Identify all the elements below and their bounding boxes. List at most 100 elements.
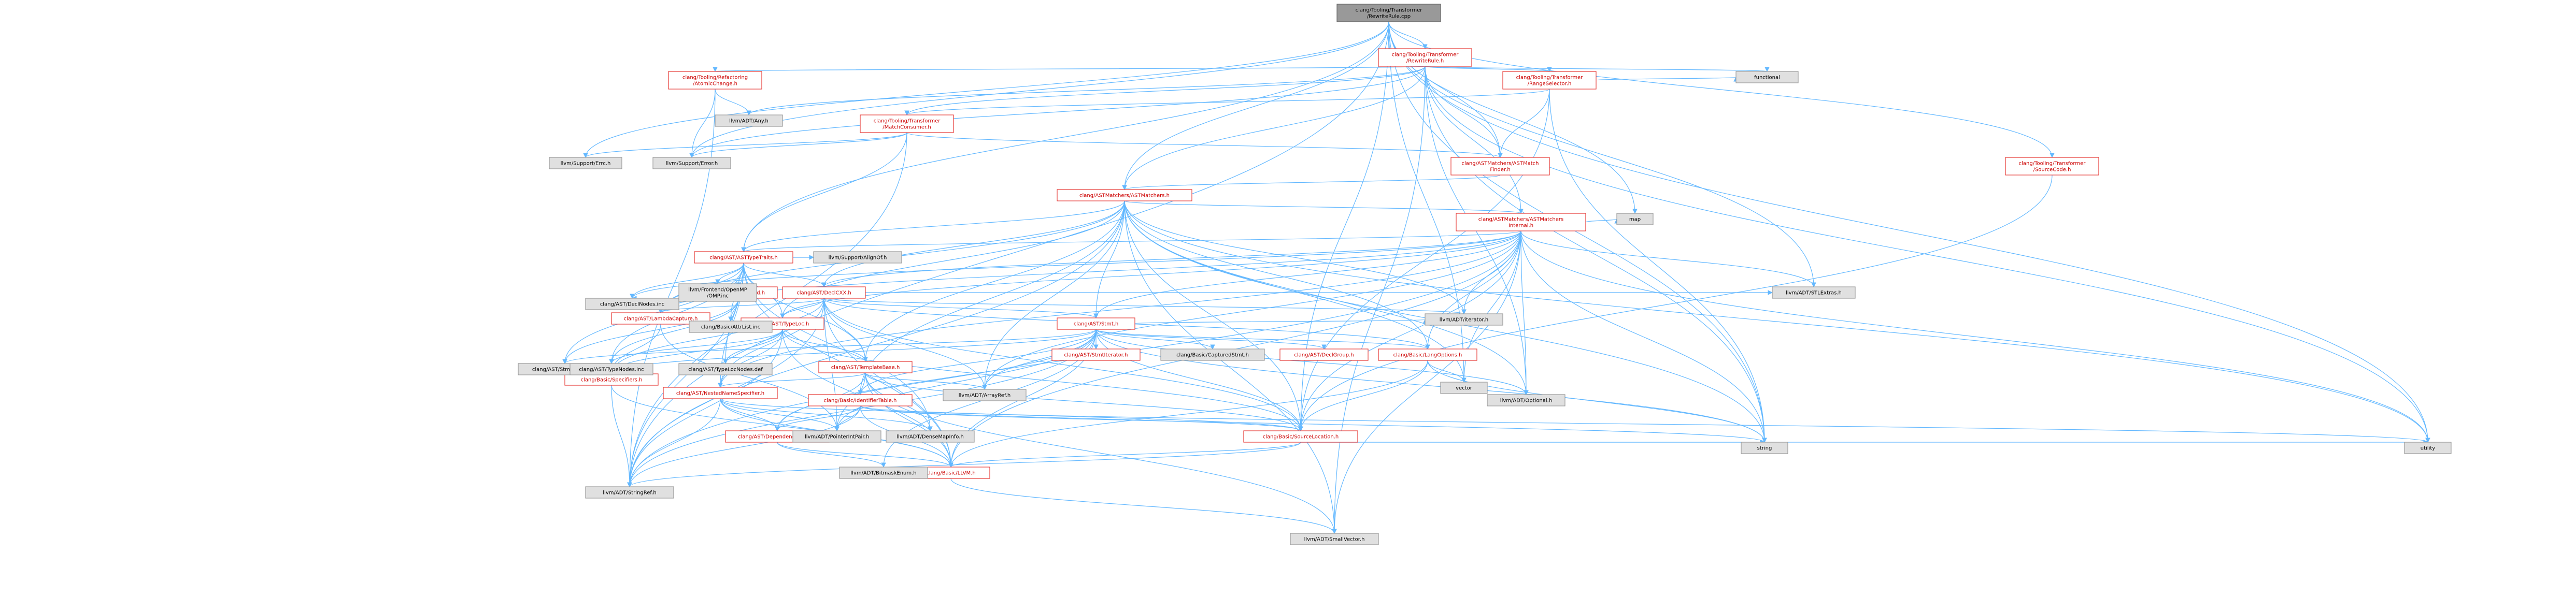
include-edge (658, 298, 824, 313)
include-edge (1425, 66, 1552, 72)
include-edge (1298, 360, 1428, 431)
graph-node-sourcecode[interactable]: clang/Tooling/Transformer/SourceCode.h (2005, 157, 2099, 176)
graph-node-specifiers[interactable]: clang/Basic/Specifiers.h (564, 373, 659, 386)
graph-node-label: /OMP.inc (707, 294, 729, 299)
graph-node-label: clang/AST/DependenceFlags.h (738, 434, 817, 440)
include-edge (611, 385, 953, 468)
graph-node-nestednamespecifier[interactable]: clang/AST/NestedNameSpecifier.h (663, 387, 778, 399)
graph-node-rewriterule-h[interactable]: clang/Tooling/Transformer/RewriteRule.h (1378, 48, 1472, 67)
include-edge (904, 66, 1426, 115)
graph-node-langoptions[interactable]: clang/Basic/LangOptions.h (1378, 348, 1477, 361)
include-edge (1332, 230, 1521, 534)
include-edge (1388, 21, 1767, 443)
graph-node-root: clang/Tooling/Transformer/RewriteRule.cp… (1336, 4, 1441, 22)
include-edge (823, 298, 1303, 431)
graph-node-label: llvm/ADT/PointerIntPair.h (805, 434, 869, 440)
include-edge (1520, 230, 2430, 443)
graph-node-templatebase[interactable]: clang/AST/TemplateBase.h (818, 361, 913, 373)
graph-node-rangeselector[interactable]: clang/Tooling/Transformer/RangeSelector.… (1502, 71, 1597, 90)
graph-node-label: Finder.h (1490, 167, 1510, 173)
graph-node-sourcelocation[interactable]: clang/Basic/SourceLocation.h (1243, 430, 1358, 443)
graph-node-decl-group[interactable]: clang/AST/DeclGroup.h (1279, 348, 1369, 361)
include-edge (1461, 230, 1521, 314)
include-edge (906, 132, 1503, 158)
include-edge (609, 298, 739, 364)
graph-node-label: map (1629, 217, 1641, 223)
include-edge (1388, 21, 1816, 287)
graph-node-matchconsumer[interactable]: clang/Tooling/Transformer/MatchConsumer.… (860, 114, 954, 133)
include-edge (1425, 66, 1769, 72)
graph-node-label: clang/AST/NestedNameSpecifier.h (676, 391, 764, 397)
graph-node-stmt[interactable]: clang/AST/Stmt.h (1057, 317, 1135, 330)
graph-node-astmatchers[interactable]: clang/ASTMatchers/ASTMatchers.h (1057, 189, 1192, 201)
graph-node-llvmerror: llvm/Support/Error.h (652, 157, 731, 169)
include-edge (1520, 230, 1767, 443)
graph-node-errc: llvm/Support/Errc.h (549, 157, 622, 169)
graph-node-basic-llvm[interactable]: clang/Basic/LLVM.h (912, 467, 990, 479)
include-edge (1427, 360, 1767, 443)
graph-node-identifiertable[interactable]: clang/Basic/IdentifierTable.h (808, 394, 913, 406)
include-edge (863, 200, 1125, 362)
graph-node-declcxx[interactable]: clang/AST/DeclCXX.h (782, 286, 866, 299)
include-edge (1388, 21, 1428, 49)
include-edge (1124, 200, 1430, 350)
include-edge (627, 329, 783, 487)
graph-node-label: llvm/ADT/Any.h (729, 119, 768, 124)
graph-node-label: /SourceCode.h (2033, 167, 2071, 173)
include-edge (982, 200, 1125, 390)
include-edge (982, 329, 1097, 390)
include-edge (689, 132, 907, 158)
graph-node-label: clang/Tooling/Transformer (1516, 75, 1584, 81)
graph-node-label: clang/Basic/Specifiers.h (581, 377, 643, 383)
graph-node-optional: llvm/ADT/Optional.h (1487, 394, 1565, 406)
include-edge (1095, 329, 1215, 350)
graph-node-label: clang/Tooling/Transformer (1356, 8, 1423, 13)
include-edge (780, 298, 824, 318)
include-edge (1298, 174, 2053, 431)
include-edge (627, 329, 1097, 487)
include-edge (982, 230, 1521, 390)
graph-node-typelocnodes: clang/AST/TypeLocNodes.def (678, 363, 773, 375)
graph-node-iterator: llvm/ADT/iterator.h (1425, 313, 1503, 326)
graph-node-label: clang/AST/StmtNodes.inc (532, 367, 597, 373)
include-edge (1425, 66, 1524, 214)
graph-node-label: string (1757, 446, 1772, 452)
include-edge (1124, 200, 2430, 443)
graph-node-stmtiterator[interactable]: clang/AST/StmtIterator.h (1051, 348, 1141, 361)
graph-node-atomicchange[interactable]: clang/Tooling/Refactoring/AtomicChange.h (668, 71, 762, 90)
include-edge (1124, 200, 1467, 314)
graph-node-lambdacapture[interactable]: clang/AST/LambdaCapture.h (611, 312, 710, 325)
graph-node-label: clang/ASTMatchers/ASTMatchers (1478, 217, 1563, 223)
graph-node-label: clang/ASTMatchers/ASTMatch (1462, 161, 1539, 167)
graph-node-label: llvm/ADT/STLExtras.h (1786, 290, 1842, 296)
graph-node-smallvector: llvm/ADT/SmallVector.h (1290, 533, 1379, 545)
graph-node-label: clang/Basic/AttrList.inc (701, 325, 760, 330)
include-edge (1388, 21, 2055, 158)
graph-node-stlextras: llvm/ADT/STLExtras.h (1772, 286, 1856, 299)
graph-node-bitmaskenum: llvm/ADT/BitmaskEnum.h (839, 467, 928, 479)
graph-node-alignof: llvm/Support/AlignOf.h (813, 251, 902, 264)
graph-node-functional: functional (1735, 71, 1799, 83)
graph-node-map: map (1616, 213, 1654, 225)
graph-node-label: clang/Basic/SourceLocation.h (1263, 434, 1339, 440)
include-edge (718, 329, 783, 388)
include-edge (858, 329, 1097, 395)
graph-node-label: clang/Basic/IdentifierTable.h (824, 398, 897, 404)
graph-node-declnodes: clang/AST/DeclNodes.inc (585, 298, 679, 310)
graph-node-label: /RangeSelector.h (1528, 81, 1572, 87)
graph-node-label: clang/Tooling/Refactoring (682, 75, 748, 81)
include-edge (1093, 230, 1521, 318)
include-edge (1425, 66, 1767, 443)
include-edge (609, 329, 783, 364)
graph-node-label: clang/AST/DeclGroup.h (1294, 353, 1354, 358)
include-edge (627, 405, 861, 487)
include-edge (1095, 329, 1529, 395)
graph-node-label: /RewriteRule.cpp (1367, 14, 1411, 20)
graph-node-label: clang/ASTMatchers/ASTMatchers.h (1079, 193, 1170, 199)
graph-node-asttypetraits[interactable]: clang/AST/ASTTypeTraits.h (694, 251, 793, 264)
include-edge (834, 405, 861, 431)
include-edge (1425, 230, 1521, 350)
